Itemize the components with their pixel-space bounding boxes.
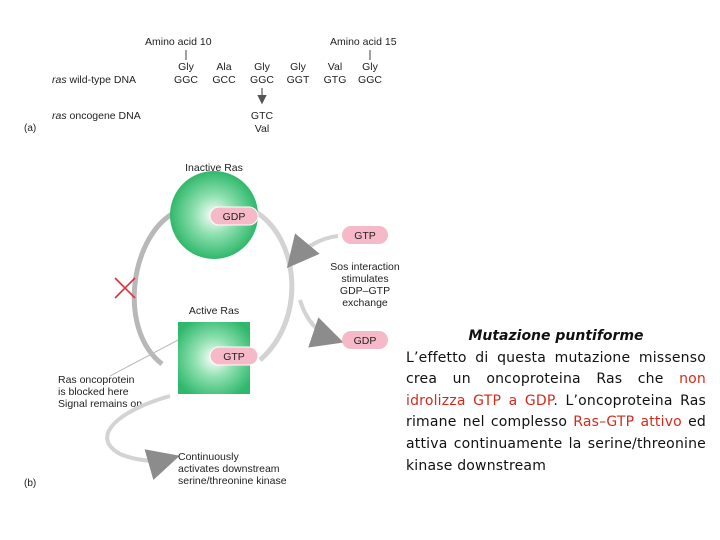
- downstream-note: Continuously activates downstream serine…: [178, 451, 287, 487]
- gdp-out-label: GDP: [354, 335, 377, 347]
- caption-text: . L’oncoproteina Ras rimane nel compless…: [406, 392, 706, 431]
- gtp-in-arrow: [286, 233, 339, 269]
- codon-seq: GGC: [174, 74, 198, 86]
- codon-aa: Val: [328, 61, 342, 73]
- downstream-line: activates downstream: [178, 463, 280, 475]
- panel-b-label: (b): [24, 478, 36, 489]
- codon-columns: Gly GGC Ala GCC Gly GGC Gly GGT Val GTG …: [174, 61, 382, 86]
- gtp-bound-label: GTP: [223, 351, 245, 363]
- mutant-codon: GTC: [251, 110, 274, 122]
- caption-title: Mutazione puntiforme: [468, 328, 644, 344]
- blocked-line: Signal remains on: [58, 398, 142, 410]
- gdp-bound-label: GDP: [223, 211, 246, 223]
- panel-a-label: (a): [24, 123, 36, 134]
- codon-aa: Gly: [362, 61, 379, 73]
- downstream-arrow: [105, 394, 180, 480]
- caption-text: ed attiva continuamente la serine/threon…: [406, 414, 707, 474]
- caption-body: L’effetto di questa mutazione missenso c…: [406, 348, 706, 478]
- codon-aa: Gly: [254, 61, 271, 73]
- gtp-in-label: GTP: [354, 230, 376, 242]
- codon-seq: GGC: [250, 74, 274, 86]
- gdp-out-pill: [342, 331, 388, 349]
- codon-aa: Gly: [290, 61, 307, 73]
- left-cycle-arrow: [131, 211, 174, 366]
- sos-line: exchange: [342, 297, 388, 309]
- blocked-pointer-line: [109, 339, 179, 377]
- caption-text: L’effetto di questa mutazione missenso c…: [406, 349, 706, 388]
- codon-aa: Ala: [216, 61, 231, 73]
- right-cycle-arrow: [254, 209, 295, 362]
- inactive-ras-label: Inactive Ras: [185, 162, 243, 174]
- blocked-note: Ras oncoprotein is blocked here Signal r…: [58, 374, 142, 410]
- amino-acid-10-label: Amino acid 10: [145, 36, 212, 48]
- gtp-bound-pill: [209, 346, 259, 366]
- mutant-aa: Val: [255, 123, 269, 135]
- codon-seq: GCC: [212, 74, 236, 86]
- gdp-bound-pill: [209, 206, 259, 226]
- oncogene-dna-label: ras oncogene DNA: [52, 110, 141, 122]
- codon-seq: GGT: [287, 74, 310, 86]
- blocked-line: Ras oncoprotein: [58, 374, 135, 386]
- active-ras-label: Active Ras: [189, 305, 239, 317]
- wildtype-dna-label: ras wild-type DNA: [52, 74, 136, 86]
- sos-line: Sos interaction: [330, 261, 400, 273]
- blocked-line: is blocked here: [58, 386, 129, 398]
- sos-line: GDP–GTP: [340, 285, 390, 297]
- block-x-icon: [114, 277, 136, 299]
- caption-box: Mutazione puntiforme L’effetto di questa…: [406, 326, 706, 477]
- caption-highlight: Ras–GTP attivo: [573, 414, 682, 431]
- codon-seq: GTG: [324, 74, 347, 86]
- amino-acid-15-label: Amino acid 15: [330, 36, 397, 48]
- codon-aa: Gly: [178, 61, 195, 73]
- downstream-line: Continuously: [178, 451, 239, 463]
- gtp-in-pill: [342, 226, 388, 244]
- downstream-line: serine/threonine kinase: [178, 475, 287, 487]
- gdp-out-arrow: [298, 299, 344, 348]
- sos-exchange-text: Sos interaction stimulates GDP–GTP excha…: [330, 261, 400, 309]
- sos-line: stimulates: [341, 273, 388, 285]
- caption-highlight: non idrolizza GTP a GDP: [406, 371, 706, 409]
- codon-seq: GGC: [358, 74, 382, 86]
